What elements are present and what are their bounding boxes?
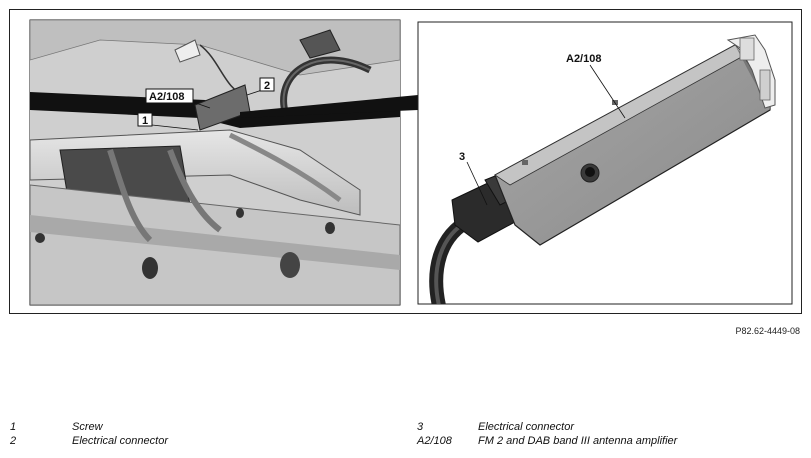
right-detail-view: A2/108 3 [417,21,793,305]
callout-1: 1 [142,115,148,127]
callout-3: 3 [459,151,465,163]
illustration: 1 2 A2/108 [29,19,793,306]
legend-key: 2 [10,435,17,447]
left-detail-view: 1 2 A2/108 [29,19,401,306]
callout-a2-108-right: A2/108 [566,53,601,65]
legend-text: Electrical connector [72,435,168,447]
callout-a2-108-left: A2/108 [149,91,184,103]
legend-key: 3 [417,421,424,433]
legend-text: Screw [72,421,103,433]
zoom-indicator [240,95,418,118]
legend-key: 1 [10,421,17,433]
callout-2: 2 [264,80,270,92]
legend-text: Electrical connector [478,421,574,433]
legend-key: A2/108 [417,435,452,447]
figure-reference-code: P82.62-4449-08 [735,326,800,336]
legend-text: FM 2 and DAB band III antenna amplifier [478,435,678,447]
